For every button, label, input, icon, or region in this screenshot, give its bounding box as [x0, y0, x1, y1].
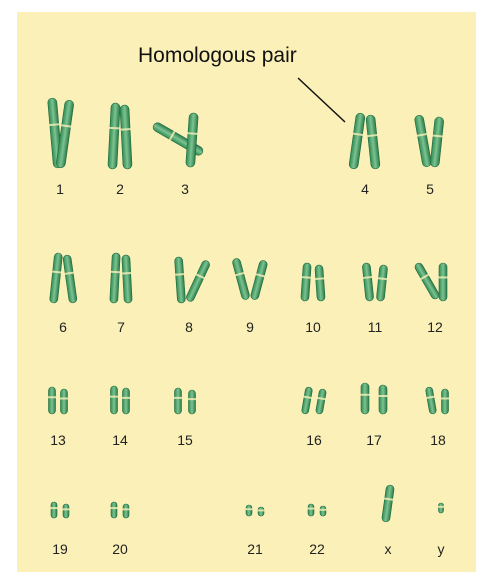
chromatid-14-a — [110, 386, 118, 414]
chromosome-number-4: 4 — [345, 181, 385, 197]
chromatid-22-b — [320, 506, 327, 516]
chromosome-8 — [174, 257, 211, 304]
chromosome-6 — [49, 253, 78, 304]
chromatid-21-a — [246, 505, 253, 516]
chromatid-10-a — [300, 263, 312, 302]
chromosome-4 — [348, 113, 381, 170]
chromatid-2-b — [119, 105, 132, 169]
chromosome-15 — [174, 388, 196, 414]
chromatid-8-a — [174, 257, 186, 304]
chromosome-19 — [51, 502, 70, 518]
chromatid-6-a — [49, 253, 63, 304]
chromosome-number-x: x — [368, 541, 408, 557]
chromatid-9-a — [231, 258, 251, 301]
chromatid-13-b — [60, 389, 68, 414]
chromosome-10 — [300, 263, 326, 302]
chromatid-15-a — [174, 388, 182, 414]
chromosome-number-18: 18 — [418, 432, 458, 448]
chromosome-number-12: 12 — [415, 319, 455, 335]
chromosome-2 — [107, 103, 132, 169]
chromosome-number-13: 13 — [38, 432, 78, 448]
chromosome-21 — [246, 505, 265, 516]
homologous-pair-pointer — [298, 78, 345, 122]
chromatid-20-a — [111, 502, 118, 518]
chromatid-14-b — [122, 388, 130, 414]
chromatid-x — [381, 485, 395, 523]
chromosome-number-20: 20 — [100, 541, 140, 557]
chromosome-3 — [151, 113, 204, 168]
chromatid-13-a — [48, 387, 56, 414]
chromosome-number-15: 15 — [165, 432, 205, 448]
chromosome-number-7: 7 — [101, 319, 141, 335]
chromatid-10-b — [314, 265, 325, 302]
chromatid-16-a — [301, 387, 314, 415]
chromosome-number-3: 3 — [165, 181, 205, 197]
chromatid-18-a — [425, 387, 438, 415]
chromatid-7-b — [121, 255, 132, 303]
chromosome-number-14: 14 — [100, 432, 140, 448]
chromosome-number-19: 19 — [40, 541, 80, 557]
chromosome-number-6: 6 — [43, 319, 83, 335]
chromatid-17-b — [379, 385, 388, 414]
chromatid-y — [438, 503, 444, 513]
chromosome-number-17: 17 — [354, 432, 394, 448]
chromosome-9 — [231, 258, 268, 301]
chromatid-11-a — [362, 263, 375, 302]
chromosome-number-8: 8 — [169, 319, 209, 335]
chromatid-20-b — [123, 504, 130, 518]
chromatid-9-b — [249, 260, 268, 301]
chromosome-y — [438, 503, 444, 513]
chromatid-16-b — [315, 388, 327, 414]
chromosome-number-y: y — [421, 541, 461, 557]
chromosome-18 — [425, 387, 449, 415]
chromosome-17 — [361, 383, 388, 414]
chromatid-22-a — [308, 504, 315, 516]
chromosome-number-10: 10 — [293, 319, 333, 335]
chromatid-4-b — [365, 115, 381, 170]
chromosome-20 — [111, 502, 130, 518]
chromatid-21-b — [258, 507, 265, 516]
chromatid-19-b — [63, 504, 70, 518]
chromosome-12 — [413, 261, 447, 301]
chromatid-15-b — [188, 390, 196, 414]
chromatid-2-a — [107, 103, 120, 169]
chromatid-5-a — [414, 115, 433, 168]
chromosome-number-22: 22 — [297, 541, 337, 557]
chromosome-5 — [414, 115, 445, 168]
chromosome-22 — [308, 504, 327, 516]
chromosome-number-9: 9 — [230, 319, 270, 335]
chromosome-14 — [110, 386, 130, 414]
chromosome-16 — [301, 387, 327, 415]
chromatid-18-b — [441, 389, 449, 414]
chromosome-set — [47, 98, 449, 523]
chromatid-8-b — [185, 259, 212, 303]
chromatid-6-b — [62, 255, 78, 304]
chromosome-number-5: 5 — [410, 181, 450, 197]
chromosome-number-16: 16 — [294, 432, 334, 448]
chromosome-number-11: 11 — [355, 319, 395, 335]
chromosome-number-2: 2 — [100, 181, 140, 197]
chromosome-1 — [47, 98, 75, 169]
chromatid-7-a — [109, 253, 121, 303]
chromatid-5-b — [429, 117, 444, 168]
chromosome-11 — [362, 263, 389, 302]
chromatid-17-a — [361, 383, 370, 414]
chromosome-13 — [48, 387, 68, 414]
chromosome-number-21: 21 — [235, 541, 275, 557]
chromosome-number-1: 1 — [40, 181, 80, 197]
chromatid-11-b — [376, 265, 389, 302]
chromosome-7 — [109, 253, 133, 303]
chromosome-x — [381, 485, 395, 523]
chromatid-4-a — [348, 113, 366, 170]
chromatid-12-a — [413, 261, 441, 300]
chromatid-12-b — [439, 263, 448, 301]
chromatid-19-a — [51, 502, 58, 518]
chromatid-3-b — [185, 113, 199, 168]
